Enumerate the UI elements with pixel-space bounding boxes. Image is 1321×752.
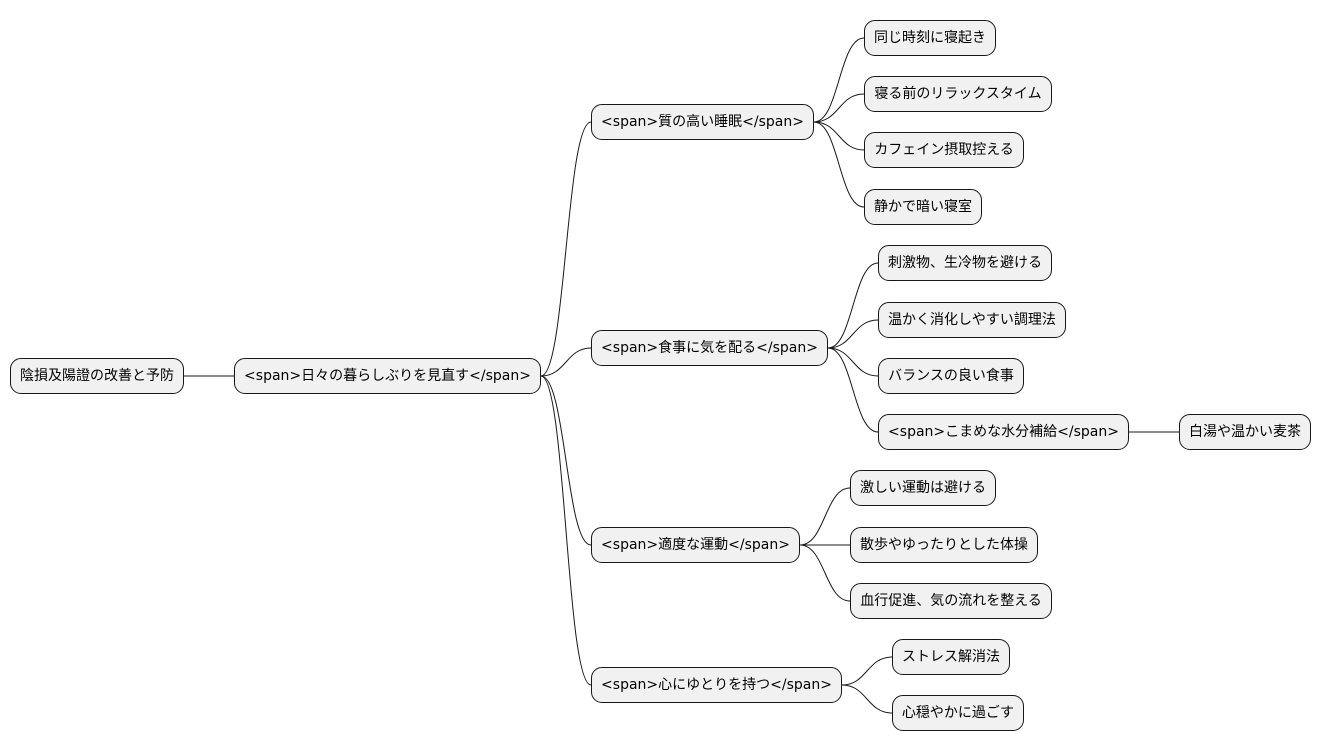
link-mind-1 [841, 656, 893, 686]
link-mind-2 [841, 684, 893, 714]
branch-mind: <span>心にゆとりを持つ</span> [591, 667, 842, 703]
leaf-diet-2: 温かく消化しやすい調理法 [878, 302, 1066, 338]
leaf-sleep-3: カフェイン摂取控える [864, 132, 1024, 168]
link-sleep-1 [813, 37, 865, 123]
link-diet-4 [827, 347, 879, 433]
branch-sleep: <span>質の高い睡眠</span> [591, 104, 814, 140]
link-sleep-2 [813, 93, 865, 123]
link-diet-1 [827, 262, 879, 349]
link-sleep-4 [813, 121, 865, 208]
leaf-diet-3: バランスの良い食事 [878, 358, 1024, 394]
link-daily-diet [540, 347, 592, 377]
leaf-diet-1: 刺激物、生冷物を避ける [878, 245, 1052, 281]
link-daily-exercise [540, 375, 592, 546]
branch-diet: <span>食事に気を配る</span> [591, 330, 828, 366]
leaf-exercise-1: 激しい運動は避ける [850, 470, 996, 506]
leaf-sleep-4: 静かで暗い寝室 [864, 189, 982, 225]
link-exercise-3 [799, 544, 851, 602]
link-exercise-1 [799, 487, 851, 546]
leaf-sleep-1: 同じ時刻に寝起き [864, 20, 996, 56]
leaf-mind-1: ストレス解消法 [892, 639, 1010, 675]
branch-water: <span>こまめな水分補給</span> [878, 414, 1129, 450]
leaf-exercise-2: 散歩やゆったりとした体操 [850, 527, 1038, 563]
leaf-exercise-3: 血行促進、気の流れを整える [850, 583, 1052, 619]
link-daily-sleep [540, 121, 592, 377]
link-diet-3 [827, 347, 879, 377]
branch-exercise: <span>適度な運動</span> [591, 527, 800, 563]
root-node: 陰損及陽證の改善と予防 [10, 358, 184, 394]
leaf-mind-2: 心穏やかに過ごす [892, 695, 1024, 731]
link-diet-2 [827, 319, 879, 349]
link-sleep-3 [813, 121, 865, 151]
leaf-water-1: 白湯や温かい麦茶 [1179, 414, 1311, 450]
link-daily-mind [540, 375, 592, 686]
leaf-sleep-2: 寝る前のリラックスタイム [864, 76, 1052, 112]
branch-daily-life: <span>日々の暮らしぶりを見直す</span> [234, 358, 541, 394]
